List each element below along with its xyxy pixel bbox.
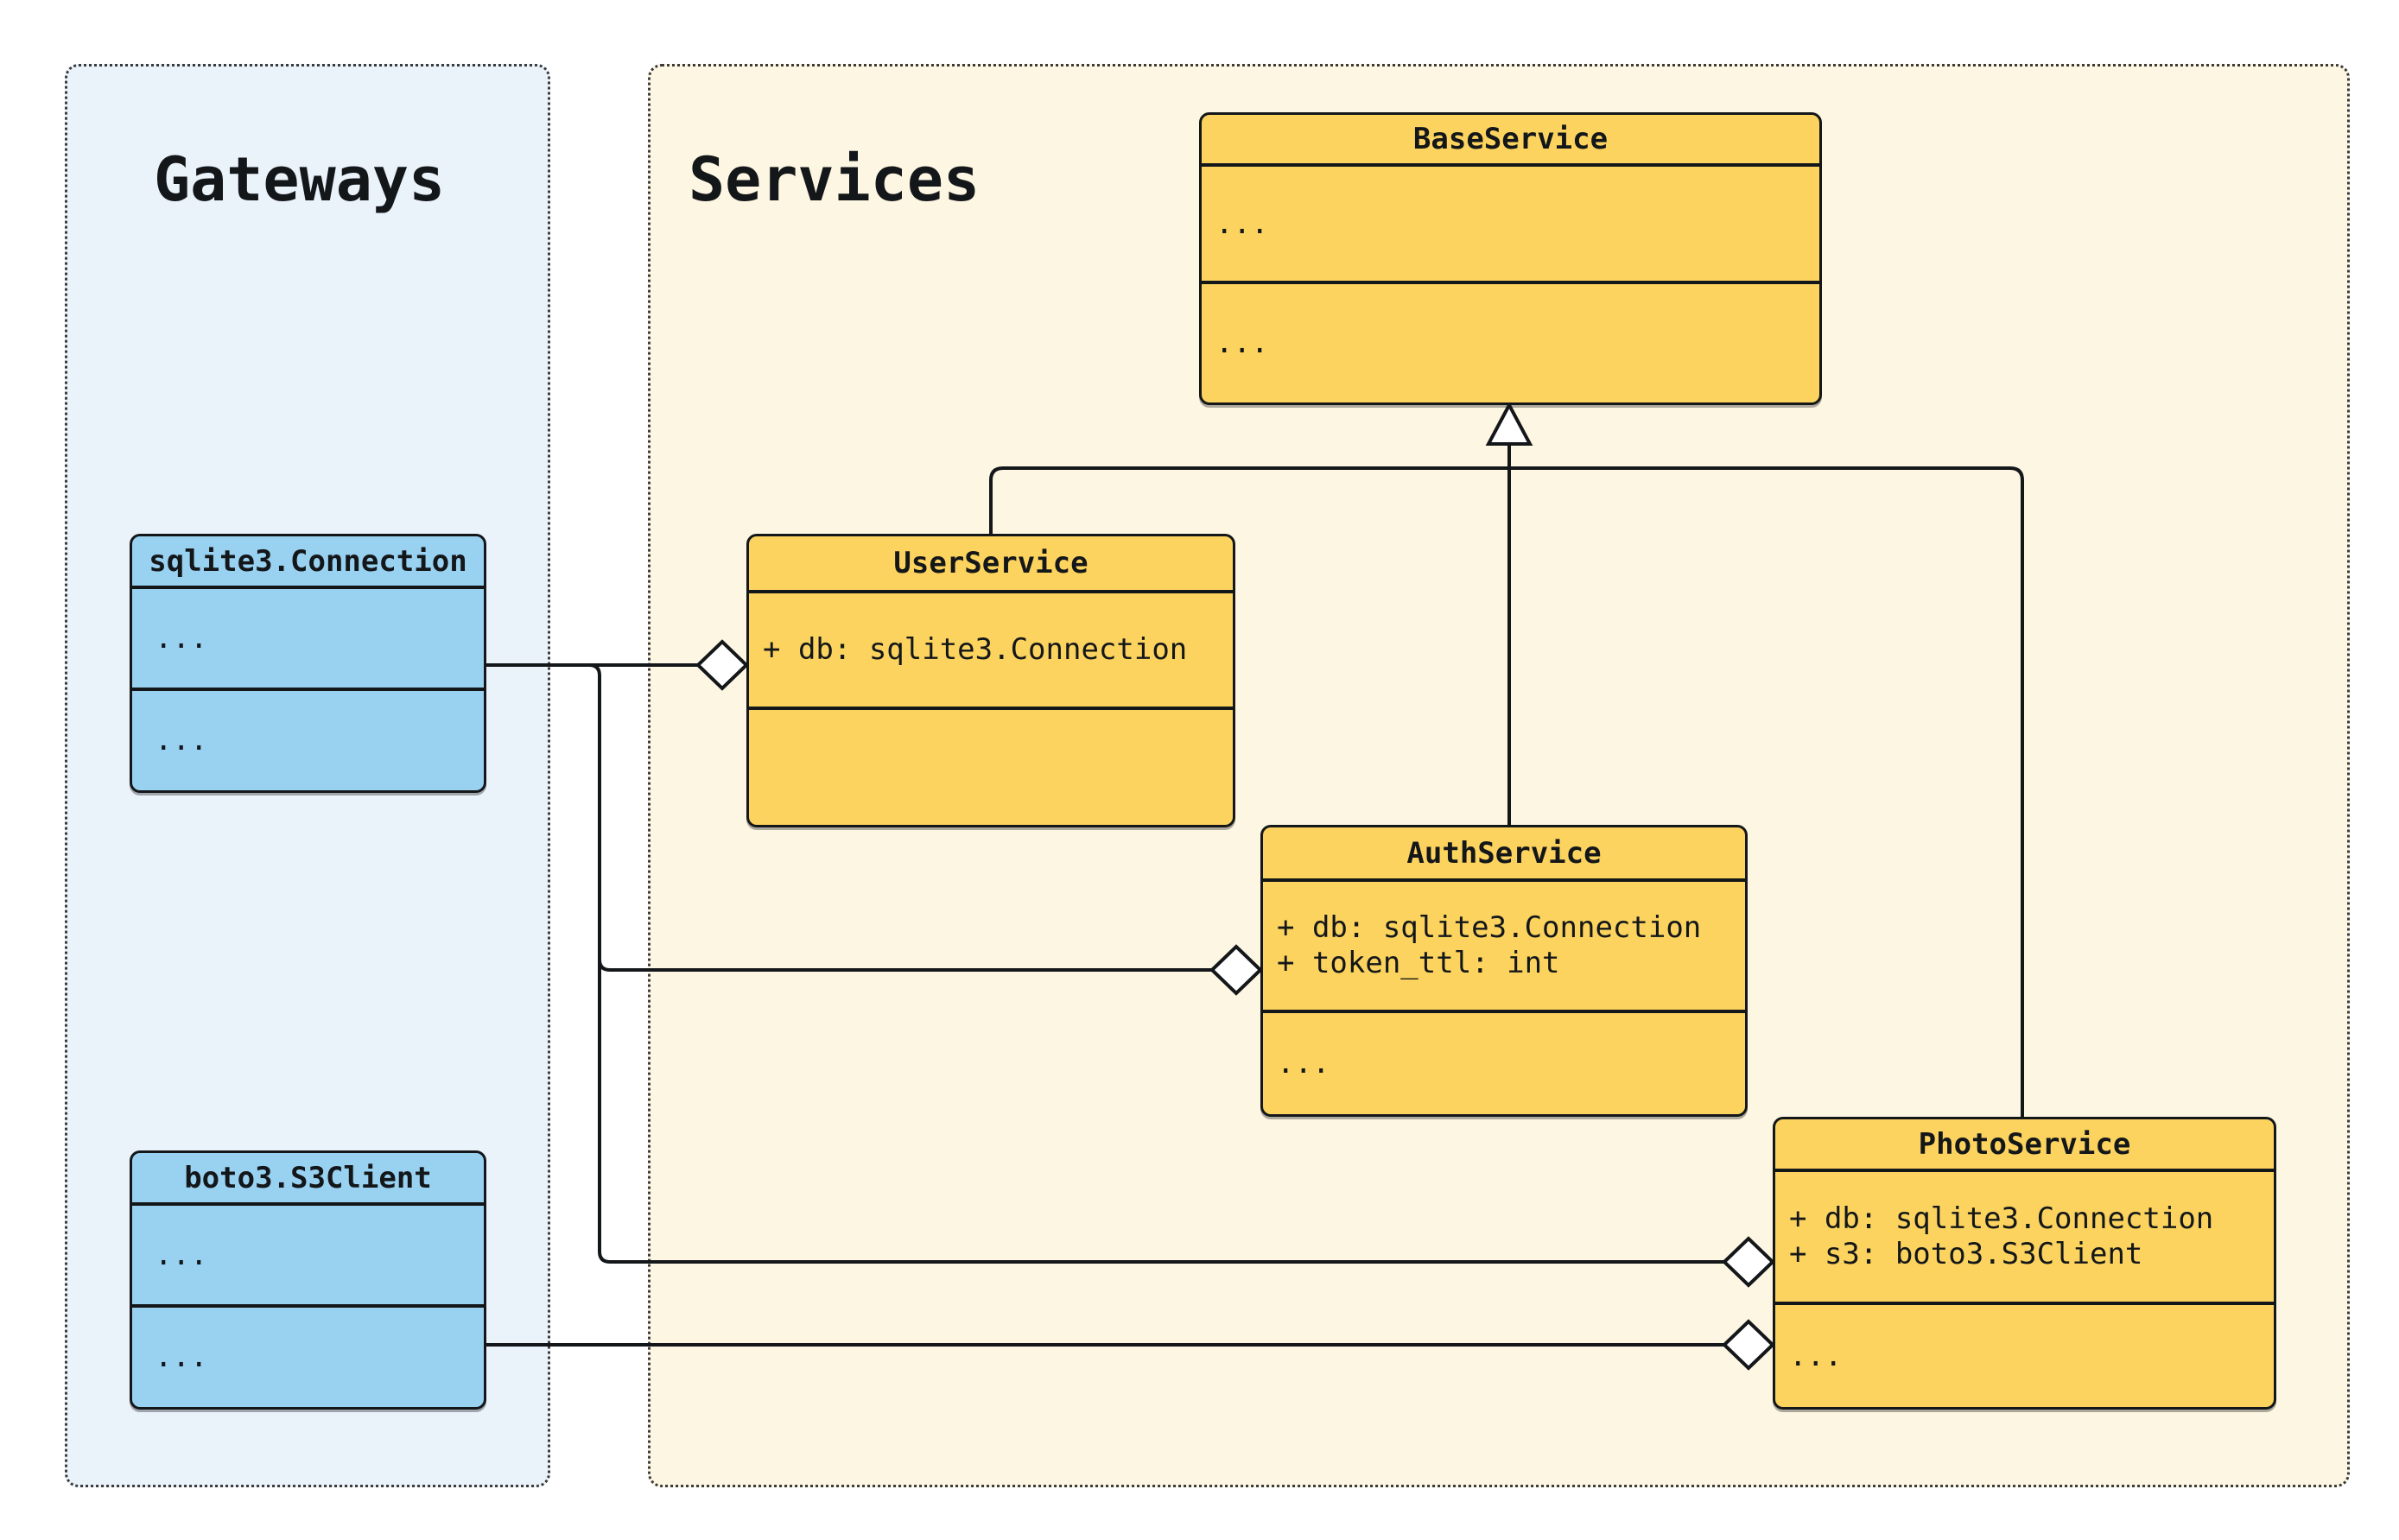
attribute-row: + db: sqlite3.Connection xyxy=(763,632,1188,668)
class-methods: ... xyxy=(1775,1305,2274,1407)
class-box-sqlite3-connection: sqlite3.Connection ... ... xyxy=(130,534,486,793)
class-title: PhotoService xyxy=(1775,1119,2274,1172)
attribute-row: ... xyxy=(155,620,208,656)
class-methods: ... xyxy=(132,691,484,790)
group-gateways-title: Gateways xyxy=(154,144,446,215)
method-row: ... xyxy=(1789,1338,1843,1373)
attribute-row: + db: sqlite3.Connection xyxy=(1277,910,1702,946)
class-title: sqlite3.Connection xyxy=(132,536,484,589)
class-attributes: + db: sqlite3.Connection + token_ttl: in… xyxy=(1263,882,1745,1013)
class-methods xyxy=(749,710,1233,825)
class-box-boto3-s3client: boto3.S3Client ... ... xyxy=(130,1150,486,1410)
class-attributes: ... xyxy=(132,589,484,691)
class-title: boto3.S3Client xyxy=(132,1153,484,1206)
group-services-title: Services xyxy=(689,144,981,215)
attribute-row: ... xyxy=(1215,206,1269,241)
class-box-userservice: UserService + db: sqlite3.Connection xyxy=(746,534,1235,827)
method-row: ... xyxy=(1277,1046,1330,1081)
method-row: ... xyxy=(1215,326,1269,361)
class-methods: ... xyxy=(132,1308,484,1407)
class-methods: ... xyxy=(1202,284,1819,402)
class-title: BaseService xyxy=(1202,115,1819,167)
method-row: ... xyxy=(155,1340,208,1375)
attribute-row: + db: sqlite3.Connection xyxy=(1789,1201,2214,1237)
class-attributes: + db: sqlite3.Connection + s3: boto3.S3C… xyxy=(1775,1172,2274,1305)
attribute-row: + token_ttl: int xyxy=(1277,946,1560,980)
class-methods: ... xyxy=(1263,1013,1745,1114)
class-box-photoservice: PhotoService + db: sqlite3.Connection + … xyxy=(1773,1117,2276,1410)
attribute-row: ... xyxy=(155,1237,208,1272)
method-row: ... xyxy=(155,723,208,758)
class-title: AuthService xyxy=(1263,827,1745,882)
class-attributes: ... xyxy=(132,1206,484,1308)
attribute-row: + s3: boto3.S3Client xyxy=(1789,1237,2143,1271)
class-box-authservice: AuthService + db: sqlite3.Connection + t… xyxy=(1260,825,1748,1117)
class-attributes: + db: sqlite3.Connection xyxy=(749,593,1233,710)
class-box-baseservice: BaseService ... ... xyxy=(1199,112,1822,405)
class-attributes: ... xyxy=(1202,167,1819,284)
class-title: UserService xyxy=(749,536,1233,593)
